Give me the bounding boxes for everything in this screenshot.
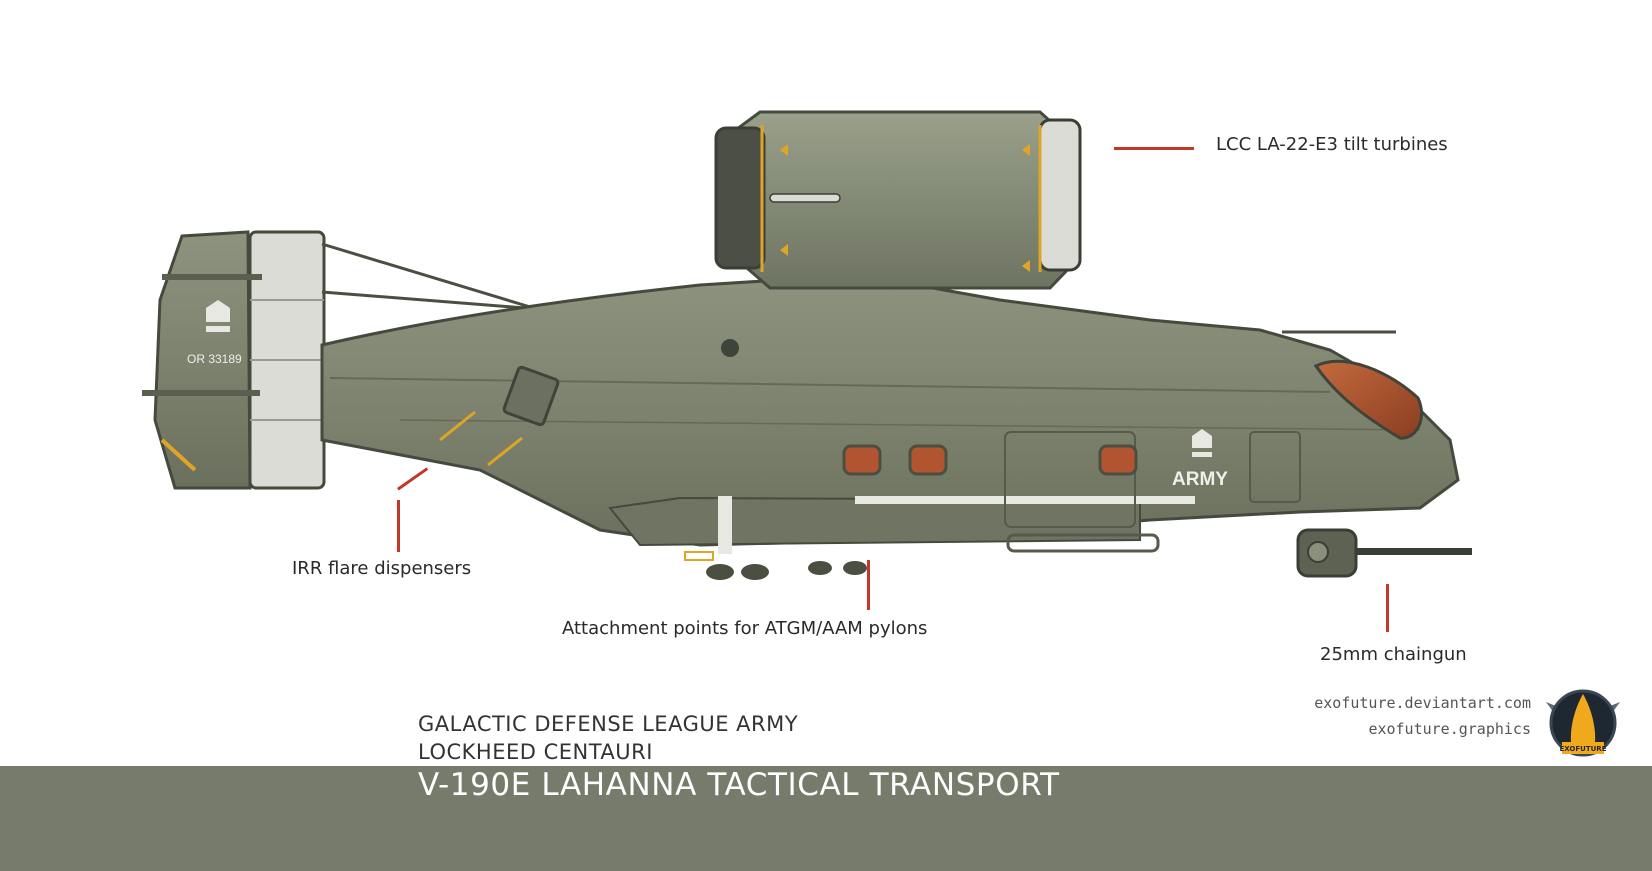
fuselage [320, 273, 1460, 580]
tilt-turbine-engine [714, 110, 1082, 290]
callout-flares: IRR flare dispensers [292, 558, 472, 579]
leader-attachment [867, 560, 870, 610]
title-bar [0, 766, 1652, 871]
faction-name: GALACTIC DEFENSE LEAGUE ARMY [418, 712, 799, 736]
page-title: V-190E LAHANNA TACTICAL TRANSPORT [418, 767, 1060, 803]
chaingun-turret [1296, 528, 1472, 578]
leader-chaingun [1386, 584, 1389, 632]
credit-deviantart: exofuture.deviantart.com [1314, 694, 1531, 712]
manufacturer-name: LOCKHEED CENTAURI [418, 740, 653, 764]
logo-text: EXOFUTURE [1560, 745, 1607, 753]
army-marking: ARMY [1172, 469, 1228, 490]
callout-turbines: LCC LA-22-E3 tilt turbines [1216, 134, 1448, 155]
tail-fin [142, 230, 326, 490]
credit-site: exofuture.graphics [1368, 720, 1531, 738]
leader-turbines [1114, 147, 1194, 150]
exofuture-logo: EXOFUTURE [1546, 689, 1620, 757]
serial-marking: OR 33189 [187, 352, 242, 366]
callout-attachment: Attachment points for ATGM/AAM pylons [562, 618, 928, 639]
leader-flares-v [397, 500, 400, 552]
cockpit-canopy [1313, 360, 1424, 440]
callout-chaingun: 25mm chaingun [1320, 644, 1467, 665]
